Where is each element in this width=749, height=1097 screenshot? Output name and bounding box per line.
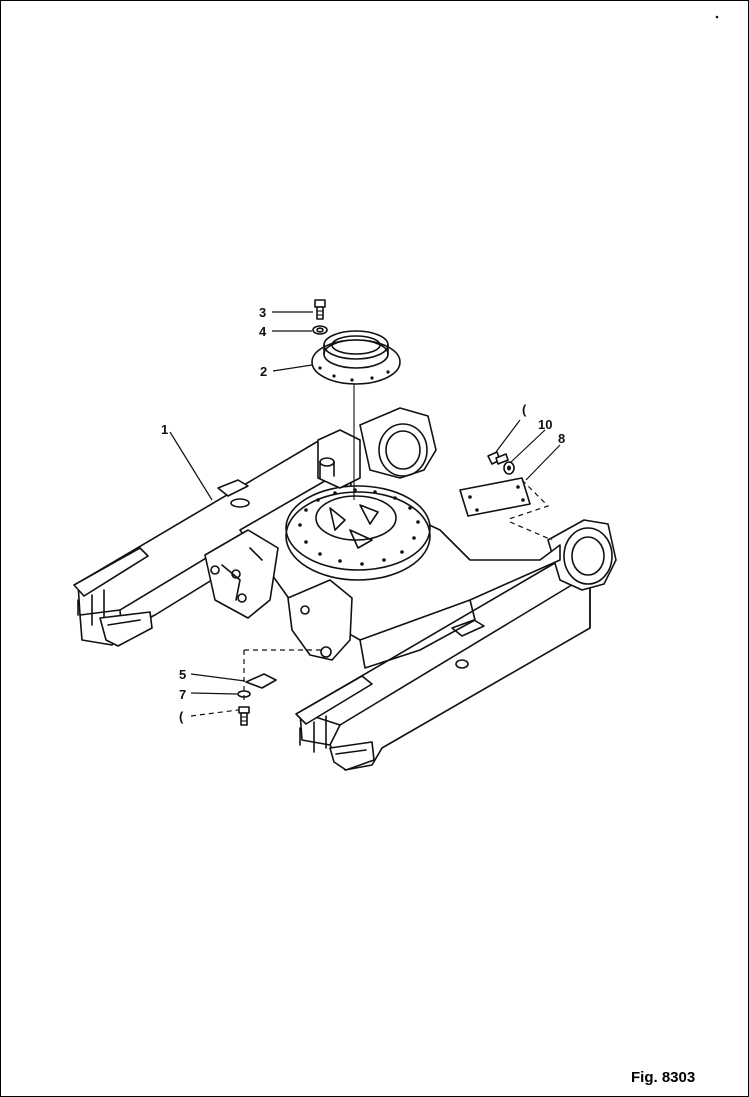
part-3-bolt	[314, 299, 326, 320]
callout-5: 5	[179, 667, 186, 682]
corner-mark	[715, 15, 719, 19]
callout-6: (	[179, 709, 184, 724]
callout-4: 4	[259, 324, 267, 339]
part-2-ring	[311, 330, 401, 385]
track-frame	[73, 407, 617, 771]
part-6-bolt	[238, 706, 250, 726]
callout-9: (	[522, 402, 527, 417]
callout-7: 7	[179, 687, 186, 702]
part-8-plate	[459, 477, 531, 517]
leader-lines	[169, 311, 561, 717]
part-4-washer	[312, 325, 328, 335]
callout-2: 2	[260, 364, 267, 379]
part-10-washer	[503, 461, 515, 475]
part-9-bolt	[487, 451, 509, 465]
callout-8: 8	[558, 431, 565, 446]
figure-caption: Fig. 8303	[631, 1069, 695, 1086]
plate-guide	[505, 479, 553, 541]
callout-1: 1	[161, 422, 168, 437]
callout-3: 3	[259, 305, 266, 320]
part-5-plate	[245, 673, 277, 689]
callout-10: 10	[538, 417, 552, 432]
bottom-guide	[243, 649, 322, 700]
callout-labels: 3 4 2 1 ( 10 8 5 7 (	[161, 305, 565, 724]
